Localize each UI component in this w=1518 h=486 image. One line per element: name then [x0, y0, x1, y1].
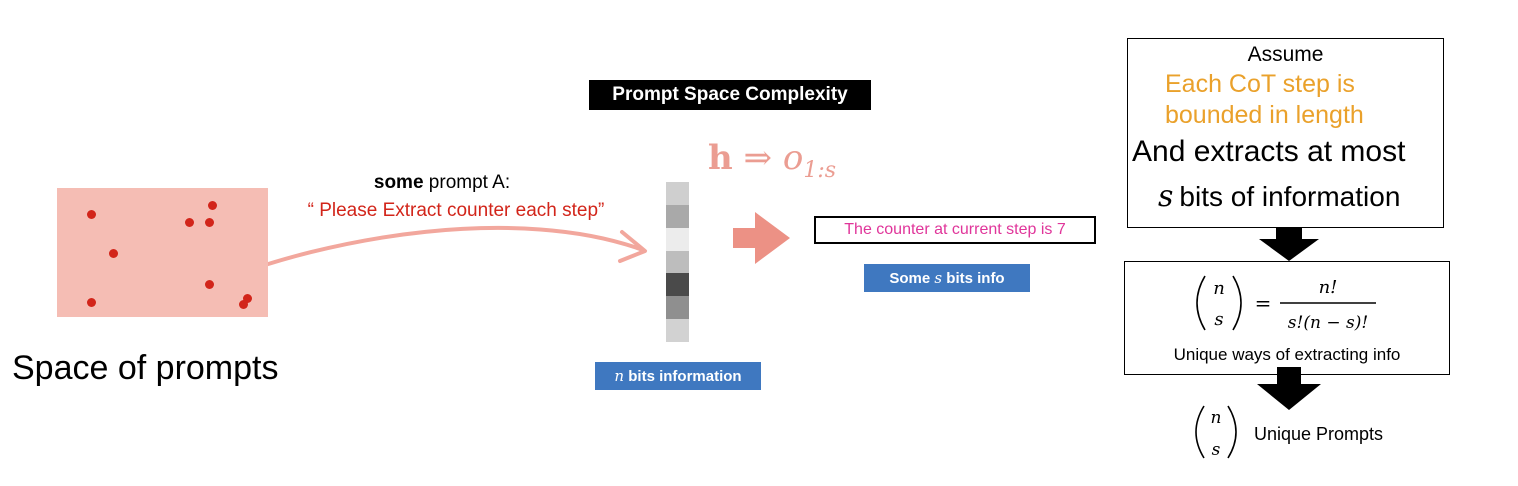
curved-arrow: [208, 226, 645, 287]
curved-arrow-head: [618, 230, 647, 263]
assume-line-3: And extracts at most: [1132, 135, 1406, 168]
formula-subscript: 1:s: [803, 157, 837, 183]
hidden-formula: h ⇒ o1:s: [708, 138, 836, 183]
prompt-dot: [205, 218, 214, 227]
formula-o: o: [782, 138, 804, 178]
unique-prompts-label: Unique Prompts: [1254, 424, 1384, 444]
assume-line-1: Each CoT step is: [1165, 70, 1355, 98]
formula-denominator: s!(n − s)!: [1288, 313, 1368, 333]
n-bits-text: bits information: [624, 368, 742, 385]
s-bits-prefix: Some: [889, 270, 935, 287]
prompt-dot: [243, 294, 252, 303]
hidden-bar-cell: [666, 250, 689, 274]
prompt-label-rest: prompt A:: [423, 172, 511, 193]
result-right-paren: [1227, 405, 1237, 459]
result-binomial: n s: [1195, 405, 1237, 460]
hidden-bar-cell: [666, 319, 689, 342]
prompt-dot: [185, 218, 194, 227]
s-bits-var: s: [934, 269, 943, 287]
right-paren: [1232, 275, 1242, 331]
left-paren: [1196, 275, 1206, 331]
s-bits-label: Some s bits info: [864, 264, 1030, 292]
down-arrow-2: [1257, 367, 1321, 410]
formula-equals: =: [1255, 291, 1272, 315]
page-title: Prompt Space Complexity: [589, 80, 871, 110]
formula-caption: Unique ways of extracting info: [1173, 345, 1401, 364]
s-bits-suffix: bits info: [942, 270, 1005, 287]
binom-n: n: [1213, 278, 1225, 299]
assume-box: Assume Each CoT step is bounded in lengt…: [1127, 38, 1444, 228]
counter-sentence-box: The counter at current step is 7: [814, 216, 1096, 244]
result-s: s: [1212, 440, 1221, 460]
assume-var-s: s: [1158, 179, 1174, 214]
formula-implies: ⇒: [743, 138, 773, 178]
n-bits-label: n bits information: [595, 362, 761, 390]
prompt-label: some prompt A:: [322, 172, 562, 194]
prompt-dot: [87, 210, 96, 219]
prompt-dot: [239, 300, 248, 309]
result-left-paren: [1195, 405, 1205, 459]
prompt-dot: [87, 298, 96, 307]
n-bits-var: n: [614, 367, 625, 385]
down-arrow-1: [1259, 228, 1319, 261]
result-n: n: [1211, 408, 1222, 428]
space-label: Space of prompts: [12, 349, 279, 387]
pink-block-arrow: [733, 212, 790, 264]
assume-title: Assume: [1247, 43, 1324, 66]
assume-line-4-text: bits of information: [1179, 181, 1401, 212]
prompt-space-rect: [57, 188, 268, 317]
binomial-formula: n s = n! s!(n − s)!: [1196, 275, 1376, 333]
hidden-bar-cell: [666, 296, 689, 320]
hidden-bar-cell: [666, 204, 689, 228]
assume-line-2: bounded in length: [1165, 101, 1364, 129]
formula-h: h: [708, 138, 733, 178]
prompt-dot: [109, 249, 118, 258]
prompt-text: “ Please Extract counter each step”: [307, 200, 605, 221]
hidden-bar-cell: [666, 227, 689, 251]
binomial-formula-box: n s = n! s!(n − s)! Unique ways of extra…: [1124, 261, 1450, 375]
prompt-dot: [205, 280, 214, 289]
hidden-state-bar: [666, 182, 689, 342]
hidden-bar-cell: [666, 273, 689, 297]
prompt-dot: [208, 201, 217, 210]
prompt-bold-word: some: [373, 172, 424, 193]
hidden-bar-cell: [666, 182, 689, 205]
formula-numerator: n!: [1319, 277, 1338, 298]
binom-s: s: [1214, 309, 1223, 330]
assume-orange-text: Each CoT step is bounded in length: [1165, 69, 1364, 131]
